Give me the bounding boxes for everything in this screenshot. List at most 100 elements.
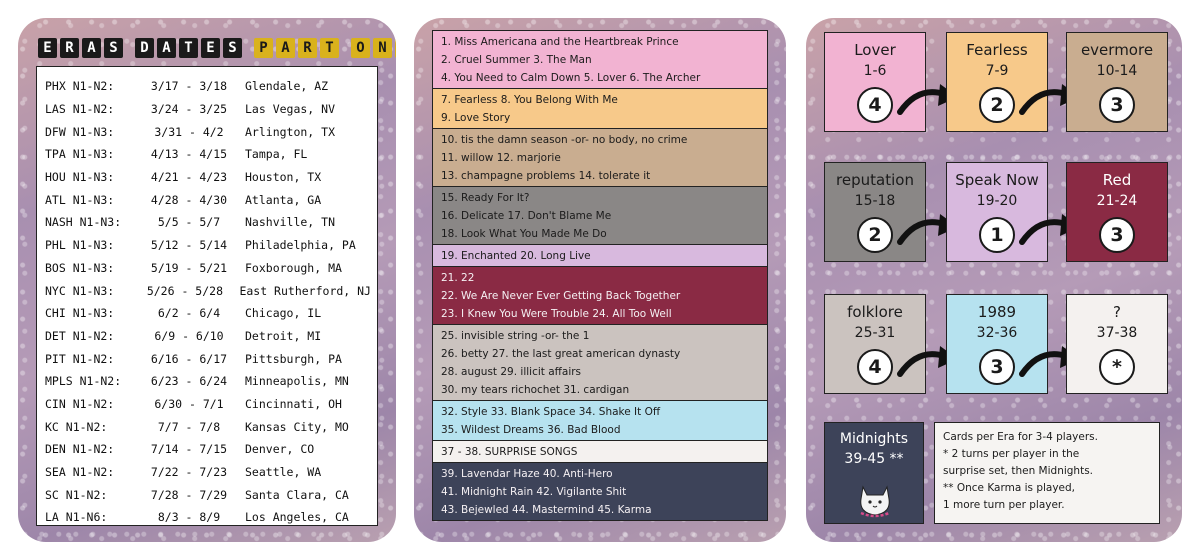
tour-stop-city: Kansas City, MO <box>245 419 349 434</box>
tour-stop-city: Arlington, TX <box>245 124 336 139</box>
note-line: * 2 turns per player in the <box>943 448 1080 460</box>
tour-stop-dates: 3/17 - 3/18 <box>150 79 228 94</box>
tour-date-row: CIN N1-N2: 6/30 - 7/1 Cincinnati, OH <box>45 393 371 416</box>
tour-stop-city: Atlanta, GA <box>245 192 322 207</box>
tour-stop-code: CIN N1-N2: <box>45 396 115 411</box>
setlist-era-group: 37 - 38. SURPRISE SONGS <box>433 441 767 463</box>
tour-stop-dates: 6/2 - 6/4 <box>157 306 221 321</box>
tour-stop-city: Denver, CO <box>245 442 315 457</box>
tour-stop-dates: 6/30 - 7/1 <box>154 396 224 411</box>
title-gap <box>342 38 348 58</box>
tour-stop-code: BOS N1-N3: <box>45 260 115 275</box>
tour-stop-code: NYC N1-N3: <box>45 283 115 298</box>
tour-stop-dates: 5/26 - 5/28 <box>146 283 223 298</box>
tour-stop-code: HOU N1-N3: <box>45 170 115 185</box>
tour-stop-dates: 7/7 - 7/8 <box>157 419 221 434</box>
song-line: 35. Wildest Dreams 36. Bad Blood <box>441 424 621 436</box>
tour-stop-code: TPA N1-N3: <box>45 147 115 162</box>
title-letter-tile: S <box>104 38 123 58</box>
tour-stop-city: Minneapolis, MN <box>245 374 349 389</box>
era-tile: Red 21-24 3 <box>1066 162 1168 262</box>
tour-stop-code: CHI N1-N3: <box>45 306 115 321</box>
tour-stop-city: Philadelphia, PA <box>245 238 356 253</box>
tour-stop-code: NASH N1-N3: <box>45 215 122 230</box>
era-range: 32-36 <box>976 325 1018 341</box>
song-line: 10. tis the damn season -or- no body, no… <box>441 134 688 146</box>
title-letter-tile: R <box>60 38 79 58</box>
tour-stop-dates: 5/5 - 5/7 <box>157 215 221 230</box>
note-line: 1 more turn per player. <box>943 499 1065 511</box>
tour-stop-dates: 7/28 - 7/29 <box>150 487 228 502</box>
song-line: 43. Bejewled 44. Mastermind 45. Karma <box>441 504 652 516</box>
song-line: 37 - 38. SURPRISE SONGS <box>441 446 578 458</box>
setlist-era-group: 1. Miss Americana and the Heartbreak Pri… <box>433 31 767 89</box>
tour-stop-dates: 7/14 - 7/15 <box>150 442 228 457</box>
era-range: 1-6 <box>863 63 887 79</box>
tour-stop-code: MPLS N1-N2: <box>45 374 122 389</box>
era-range: 15-18 <box>854 193 896 209</box>
setlist-era-group: 32. Style 33. Blank Space 34. Shake It O… <box>433 401 767 441</box>
song-line: 1. Miss Americana and the Heartbreak Pri… <box>441 36 679 48</box>
era-range: 39-45 ** <box>844 451 904 467</box>
setlist-era-group: 15. Ready For It?16. Delicate 17. Don't … <box>433 187 767 245</box>
setlist-era-group: 19. Enchanted 20. Long Live <box>433 245 767 267</box>
tour-stop-dates: 4/28 - 4/30 <box>150 192 228 207</box>
song-line: 28. august 29. illicit affairs <box>441 366 582 378</box>
song-line: 32. Style 33. Blank Space 34. Shake It O… <box>441 406 661 418</box>
note-line: ** Once Karma is played, <box>943 482 1076 494</box>
title-letter-tile: S <box>223 38 242 58</box>
card-count-badge: 3 <box>1099 87 1135 123</box>
song-line: 7. Fearless 8. You Belong With Me <box>441 94 618 106</box>
tour-stop-city: Detroit, MI <box>245 328 322 343</box>
song-line: 18. Look What You Made Me Do <box>441 228 607 240</box>
era-range: 37-38 <box>1096 325 1138 341</box>
song-line: 30. my tears richochet 31. cardigan <box>441 384 630 396</box>
tour-stop-dates: 8/3 - 8/9 <box>157 510 221 525</box>
note-line: surprise set, then Midnights. <box>943 465 1094 477</box>
era-midnights: Midnights 39-45 ** <box>824 422 924 524</box>
era-name: ? <box>1113 303 1121 321</box>
era-name: Speak Now <box>955 171 1039 189</box>
era-name: 1989 <box>977 303 1017 321</box>
song-line: 11. willow 12. marjorie <box>441 152 561 164</box>
setlist-card: 1. Miss Americana and the Heartbreak Pri… <box>414 18 786 542</box>
card-count-badge: 2 <box>857 217 893 253</box>
card-count-badge: 2 <box>979 87 1015 123</box>
tour-stop-dates: 4/21 - 4/23 <box>150 170 228 185</box>
era-name: Fearless <box>966 41 1028 59</box>
era-range: 25-31 <box>854 325 896 341</box>
song-line: 15. Ready For It? <box>441 192 530 204</box>
tour-stop-code: KC N1-N2: <box>45 419 108 434</box>
song-line: 39. Lavendar Haze 40. Anti-Hero <box>441 468 613 480</box>
era-range: 21-24 <box>1096 193 1138 209</box>
era-name: folklore <box>847 303 903 321</box>
title-letter-tile: R <box>298 38 317 58</box>
tour-stop-code: PHL N1-N3: <box>45 238 115 253</box>
note-line: Cards per Era for 3-4 players. <box>943 431 1098 443</box>
setlist-era-group: 10. tis the damn season -or- no body, no… <box>433 129 767 187</box>
era-name: Red <box>1102 171 1132 189</box>
tour-stop-city: Foxborough, MA <box>245 260 342 275</box>
cat-icon <box>860 485 890 518</box>
tour-stop-city: Cincinnati, OH <box>245 396 342 411</box>
tour-stop-code: PHX N1-N2: <box>45 79 115 94</box>
tour-stop-city: East Rutherford, NJ <box>239 283 371 298</box>
tour-stop-code: LA N1-N6: <box>45 510 108 525</box>
card-count-badge: 3 <box>1099 217 1135 253</box>
